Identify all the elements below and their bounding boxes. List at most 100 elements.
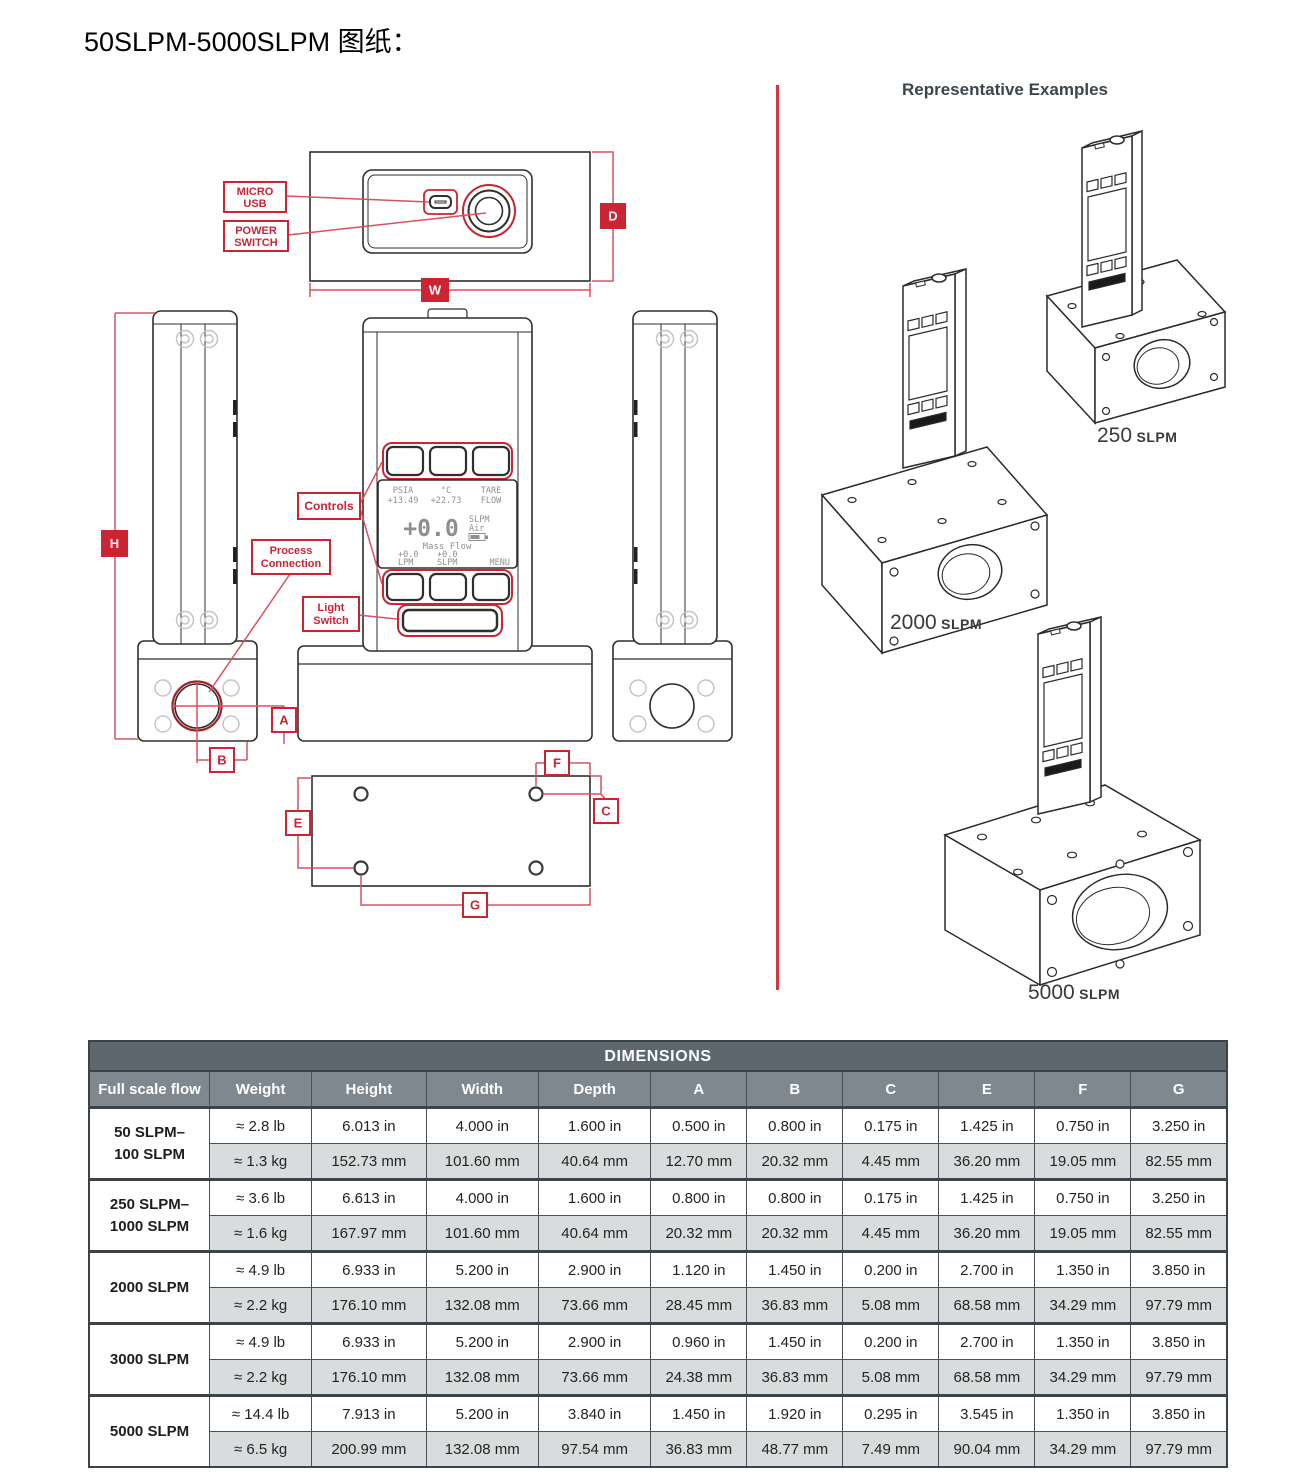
lcd-readout: PSIA +13.49 °C +22.73 TARE FLOW +0.0 SLP… xyxy=(388,486,510,568)
dimension-cell: 20.32 mm xyxy=(746,1215,844,1252)
column-header: Weight xyxy=(209,1070,313,1108)
table-header-row: Full scale flow Weight Height Width Dept… xyxy=(88,1070,1228,1108)
dimension-cell: ≈ 2.2 kg xyxy=(209,1359,313,1396)
dimension-cell: 36.20 mm xyxy=(938,1143,1036,1180)
svg-text:POWER: POWER xyxy=(235,225,277,237)
row-label: 2000 SLPM xyxy=(88,1250,211,1324)
dimension-cell: ≈ 4.9 lb xyxy=(209,1322,313,1360)
dimension-cell: ≈ 2.2 kg xyxy=(209,1287,313,1324)
dimension-cell: ≈ 6.5 kg xyxy=(209,1431,313,1468)
row-label: 250 SLPM– 1000 SLPM xyxy=(88,1178,211,1252)
dimension-cell: ≈ 3.6 lb xyxy=(209,1178,313,1216)
svg-text:G: G xyxy=(470,898,480,913)
dimensions-table-section: DIMENSIONS Full scale flow Weight Height… xyxy=(88,1040,1228,1468)
dimension-cell: 28.45 mm xyxy=(650,1287,748,1324)
dimension-cell: 1.425 in xyxy=(938,1178,1036,1216)
control-buttons-bottom[interactable] xyxy=(385,572,511,602)
dimension-cell: 12.70 mm xyxy=(650,1143,748,1180)
dimension-cell: 5.08 mm xyxy=(842,1359,940,1396)
iso-device-2000slpm xyxy=(820,267,1049,655)
light-switch-button[interactable] xyxy=(401,608,499,633)
row-label: 3000 SLPM xyxy=(88,1322,211,1396)
row-label: 50 SLPM–100 SLPM xyxy=(88,1106,211,1180)
row-label-line: 5000 SLPM xyxy=(109,1422,190,1440)
dimension-cell: 7.49 mm xyxy=(842,1431,940,1468)
callout-controls: Controls xyxy=(297,492,361,520)
dimension-cell: 1.450 in xyxy=(650,1394,748,1432)
dimension-cell: 2.900 in xyxy=(537,1250,652,1288)
svg-text:F: F xyxy=(553,756,561,771)
dimension-cell: 68.58 mm xyxy=(938,1287,1036,1324)
representative-examples-art xyxy=(820,129,1227,987)
column-header: E xyxy=(938,1070,1036,1108)
dimensions-table: Full scale flow Weight Height Width Dept… xyxy=(88,1070,1228,1468)
dimension-cell: 1.350 in xyxy=(1034,1394,1132,1432)
bottom-view xyxy=(311,775,591,887)
front-view xyxy=(297,308,593,742)
dimension-cell: 19.05 mm xyxy=(1034,1215,1132,1252)
dimension-cell: 97.79 mm xyxy=(1130,1287,1228,1324)
row-label-line: 100 SLPM xyxy=(114,1145,185,1163)
dimension-cell: ≈ 1.3 kg xyxy=(209,1143,313,1180)
svg-text:H: H xyxy=(110,536,119,551)
dimension-cell: 4.45 mm xyxy=(842,1143,940,1180)
dimension-cell: 176.10 mm xyxy=(311,1287,427,1324)
svg-text:E: E xyxy=(294,816,303,831)
svg-text:LPM: LPM xyxy=(398,558,413,568)
dimension-cell: 97.54 mm xyxy=(537,1431,652,1468)
dim-badge-w: W xyxy=(421,278,449,302)
iso-device-5000slpm xyxy=(943,615,1202,987)
column-header: A xyxy=(650,1070,748,1108)
dimension-cell: 6.933 in xyxy=(311,1322,427,1360)
dimension-cell: 1.600 in xyxy=(537,1178,652,1216)
column-header: Depth xyxy=(537,1070,652,1108)
dimension-cell: 0.200 in xyxy=(842,1322,940,1360)
dimension-cell: 3.545 in xyxy=(938,1394,1036,1432)
dimension-cell: 0.750 in xyxy=(1034,1178,1132,1216)
row-label-line: 1000 SLPM xyxy=(109,1217,190,1235)
dim-badge-f: F xyxy=(544,750,570,776)
example-label-2000slpm: 2000 SLPM xyxy=(890,611,983,634)
dim-badge-e: E xyxy=(285,810,311,836)
dimension-cell: ≈ 2.8 lb xyxy=(209,1106,313,1144)
dimension-cell: 0.200 in xyxy=(842,1250,940,1288)
callout-labels: MICRO USB POWER SWITCH Controls Process … xyxy=(223,181,361,632)
row-label-line: 250 SLPM– xyxy=(109,1195,190,1213)
dimension-cell: 167.97 mm xyxy=(311,1215,427,1252)
callout-leaders xyxy=(208,195,487,693)
dimension-cell: 1.350 in xyxy=(1034,1250,1132,1288)
page-title: 50SLPM-5000SLPM 图纸： xyxy=(84,27,419,57)
dimension-cell: 73.66 mm xyxy=(537,1359,652,1396)
column-header: Full scale flow xyxy=(88,1070,211,1108)
column-header: Height xyxy=(311,1070,427,1108)
dimension-cell: 6.933 in xyxy=(311,1250,427,1288)
dimension-cell: 132.08 mm xyxy=(425,1287,539,1324)
dimension-cell: 1.350 in xyxy=(1034,1322,1132,1360)
column-header: Width xyxy=(425,1070,539,1108)
svg-text:Mass Flow: Mass Flow xyxy=(423,542,472,552)
dimension-cell: 36.83 mm xyxy=(746,1287,844,1324)
dimension-cell: 4.45 mm xyxy=(842,1215,940,1252)
dimension-cell: 0.295 in xyxy=(842,1394,940,1432)
dimension-cell: 82.55 mm xyxy=(1130,1215,1228,1252)
dimension-cell: 34.29 mm xyxy=(1034,1287,1132,1324)
dimension-cell: 48.77 mm xyxy=(746,1431,844,1468)
svg-text:Light: Light xyxy=(318,602,345,614)
svg-text:SLPM: SLPM xyxy=(469,515,489,525)
dimension-cell: 132.08 mm xyxy=(425,1359,539,1396)
micro-usb-port-icon xyxy=(429,195,452,209)
dimension-cell: 36.83 mm xyxy=(650,1431,748,1468)
dimension-cell: 0.500 in xyxy=(650,1106,748,1144)
svg-text:+22.73: +22.73 xyxy=(431,496,462,506)
dimension-cell: 34.29 mm xyxy=(1034,1431,1132,1468)
dimension-cell: 1.450 in xyxy=(746,1322,844,1360)
control-buttons-top[interactable] xyxy=(385,445,511,477)
dimension-cell: 1.450 in xyxy=(746,1250,844,1288)
svg-text:MICRO: MICRO xyxy=(237,186,274,198)
